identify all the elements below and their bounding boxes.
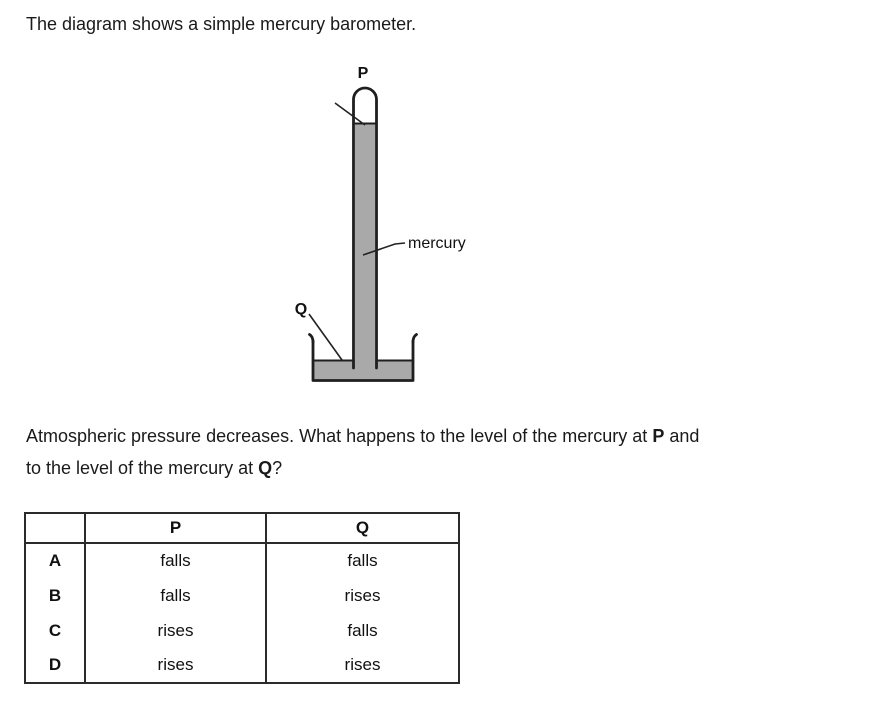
header-p: P — [84, 513, 266, 544]
option-c-q-value: falls — [265, 613, 459, 648]
table-row-a: A falls falls — [25, 543, 459, 578]
table-row-c: C rises falls — [25, 613, 459, 648]
answer-table: P Q A falls falls B falls rises C rises … — [24, 512, 460, 684]
table-row-d: D rises rises — [25, 648, 459, 683]
reservoir-outline — [311, 339, 415, 382]
question-line2-bold-q: Q — [258, 458, 273, 478]
pointer-line-p — [334, 102, 366, 126]
label-q: Q — [295, 301, 307, 318]
question-text: Atmospheric pressure decreases. What hap… — [26, 420, 699, 484]
option-c-p-value: rises — [84, 613, 266, 648]
tube-outline — [352, 86, 378, 370]
answer-table-header-row: P Q — [25, 513, 459, 544]
option-b-q-value: rises — [265, 578, 459, 613]
option-a-p-value: falls — [84, 543, 266, 578]
label-mercury: mercury — [408, 235, 466, 252]
header-q: Q — [265, 513, 459, 544]
barometer-diagram: P mercury Q — [295, 65, 466, 382]
option-a-q-value: falls — [265, 543, 459, 578]
reservoir-right-lip — [411, 333, 418, 344]
question-line2-pre: to the level of the mercury at — [26, 458, 259, 478]
option-letter-d: D — [48, 655, 62, 674]
pointer-line-q — [308, 313, 343, 361]
question-line2-post: ? — [272, 458, 283, 478]
label-p: P — [358, 65, 369, 82]
option-d-p-value: rises — [84, 648, 266, 683]
question-line1-pre: Atmospheric pressure decreases. What hap… — [26, 426, 653, 446]
option-letter-a: A — [48, 551, 62, 570]
mercury-column — [355, 123, 375, 380]
table-row-b: B falls rises — [25, 578, 459, 613]
header-blank — [25, 513, 85, 544]
intro-text: The diagram shows a simple mercury barom… — [26, 14, 417, 34]
reservoir-left-lip — [308, 333, 315, 344]
option-letter-c: C — [48, 620, 62, 640]
option-b-p-value: falls — [84, 578, 266, 613]
pointer-line-mercury — [362, 242, 406, 256]
option-letter-b: B — [48, 585, 62, 605]
question-line1-post: and — [664, 426, 700, 446]
option-d-q-value: rises — [265, 648, 459, 683]
question-line1-bold-p: P — [652, 426, 665, 446]
